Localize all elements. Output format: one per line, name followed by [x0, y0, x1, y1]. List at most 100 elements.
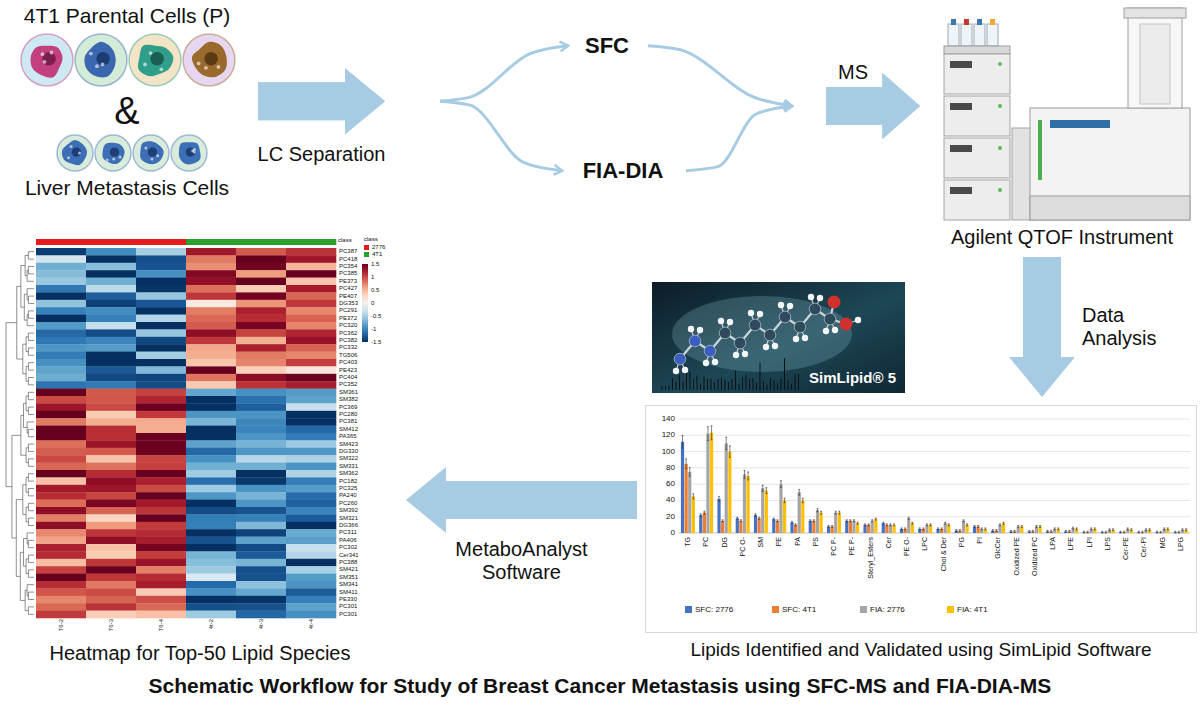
error-bar: [959, 530, 961, 532]
bar: [758, 518, 761, 533]
row-label-box: PC382: [339, 337, 361, 344]
heat-cell: [136, 522, 186, 530]
heat-cell: [186, 418, 236, 426]
bar: [929, 525, 932, 533]
hydrogen-atom: [802, 335, 808, 341]
error-bar: [755, 514, 757, 517]
heat-cell: [86, 574, 136, 582]
error-bar: [1145, 529, 1147, 531]
category-label-box: DG: [720, 537, 730, 597]
heat-cell: [286, 329, 336, 337]
heat-cell: [36, 440, 86, 448]
spectrum-peak: [798, 374, 799, 390]
category-label: Cer: [884, 537, 894, 597]
heat-cell: [136, 514, 186, 522]
dendrogram-branch: [12, 435, 21, 538]
cell-body: [102, 143, 124, 164]
bar: [1020, 526, 1023, 533]
heat-cell: [286, 278, 336, 286]
cell-granule: [50, 51, 54, 55]
cell-icon: [21, 34, 73, 86]
heat-cell: [36, 492, 86, 500]
bar: [922, 529, 925, 533]
heat-cell: [136, 248, 186, 256]
legend-item: SFC: 2776: [685, 605, 733, 614]
heat-cell: [136, 255, 186, 263]
spectrum-peak: [739, 384, 740, 390]
error-bar: [740, 520, 742, 522]
edge-label: MS: [818, 61, 888, 84]
row-label-box: PC320: [339, 322, 361, 329]
class-bar: [236, 239, 286, 245]
row-label: PE423: [339, 367, 361, 374]
row-label-box: SM412: [339, 426, 361, 433]
cell-nucleus: [96, 52, 110, 66]
heat-cell: [36, 411, 86, 419]
heat-cell: [86, 278, 136, 286]
row-label: PE373: [339, 278, 361, 285]
heat-cell: [36, 514, 86, 522]
heat-cell: [36, 359, 86, 367]
block-arrow: [1009, 257, 1075, 397]
heat-cell: [136, 559, 186, 567]
row-label: SM362: [339, 470, 361, 477]
bar: [1174, 532, 1177, 534]
heat-cell: [286, 566, 336, 574]
lc-module: [944, 180, 1010, 220]
column-label: 4t-2: [207, 619, 215, 639]
error-bar: [682, 435, 684, 448]
error-bar: [780, 481, 782, 488]
curved-arrow: [440, 46, 568, 101]
heat-cell: [136, 292, 186, 300]
error-bar: [1141, 531, 1143, 533]
bar: [692, 496, 695, 533]
heat-cell: [186, 596, 236, 604]
hydrogen-atom: [673, 368, 679, 374]
heat-cell: [236, 352, 286, 360]
heat-cell: [236, 359, 286, 367]
bar: [845, 521, 848, 533]
row-label: PC387: [339, 248, 361, 255]
bar: [776, 521, 779, 533]
row-label: PC332: [339, 344, 361, 351]
bar: [809, 521, 812, 533]
heat-cell: [286, 344, 336, 352]
dendrogram-branch: [28, 489, 34, 496]
category-label-box: TG: [683, 537, 693, 597]
row-label-box: SM392: [339, 507, 361, 514]
row-label: Cer341: [339, 552, 361, 559]
spectrum-peak: [665, 386, 666, 390]
heat-cell: [236, 470, 286, 478]
heat-cell: [236, 603, 286, 611]
axis-tick-box: 40: [647, 495, 675, 505]
heat-cell: [36, 455, 86, 463]
heat-cell: [86, 315, 136, 323]
error-bar: [1065, 530, 1067, 532]
category-label: PE: [774, 537, 784, 597]
row-label-box: PC260: [339, 500, 361, 507]
scale-value: 1.5: [371, 260, 391, 268]
bar-chart-panel: Lipids Identified and Validated using Si…: [645, 405, 1197, 661]
spectrum-peak: [732, 379, 733, 390]
heat-cell: [286, 248, 336, 256]
heat-cell: [36, 529, 86, 537]
dendrogram-branch: [24, 538, 28, 566]
error-bar: [1057, 528, 1059, 530]
cell-granule: [156, 154, 159, 157]
bar: [819, 513, 822, 533]
row-label-box: PC387: [339, 248, 361, 255]
bottle-cap: [990, 19, 995, 25]
dendrogram-branch: [26, 396, 28, 411]
heat-cell: [136, 500, 186, 508]
heat-cell: [36, 507, 86, 515]
row-label: PC302: [339, 544, 361, 551]
heat-cell: [286, 470, 336, 478]
bar: [918, 529, 921, 533]
category-label: LPA: [1048, 537, 1058, 597]
column-label: T6-3: [107, 619, 115, 639]
error-bar: [1032, 530, 1034, 532]
heat-cell: [236, 248, 286, 256]
row-label-box: PC182: [339, 478, 361, 485]
error-bar: [835, 511, 837, 514]
error-bar: [711, 426, 713, 440]
